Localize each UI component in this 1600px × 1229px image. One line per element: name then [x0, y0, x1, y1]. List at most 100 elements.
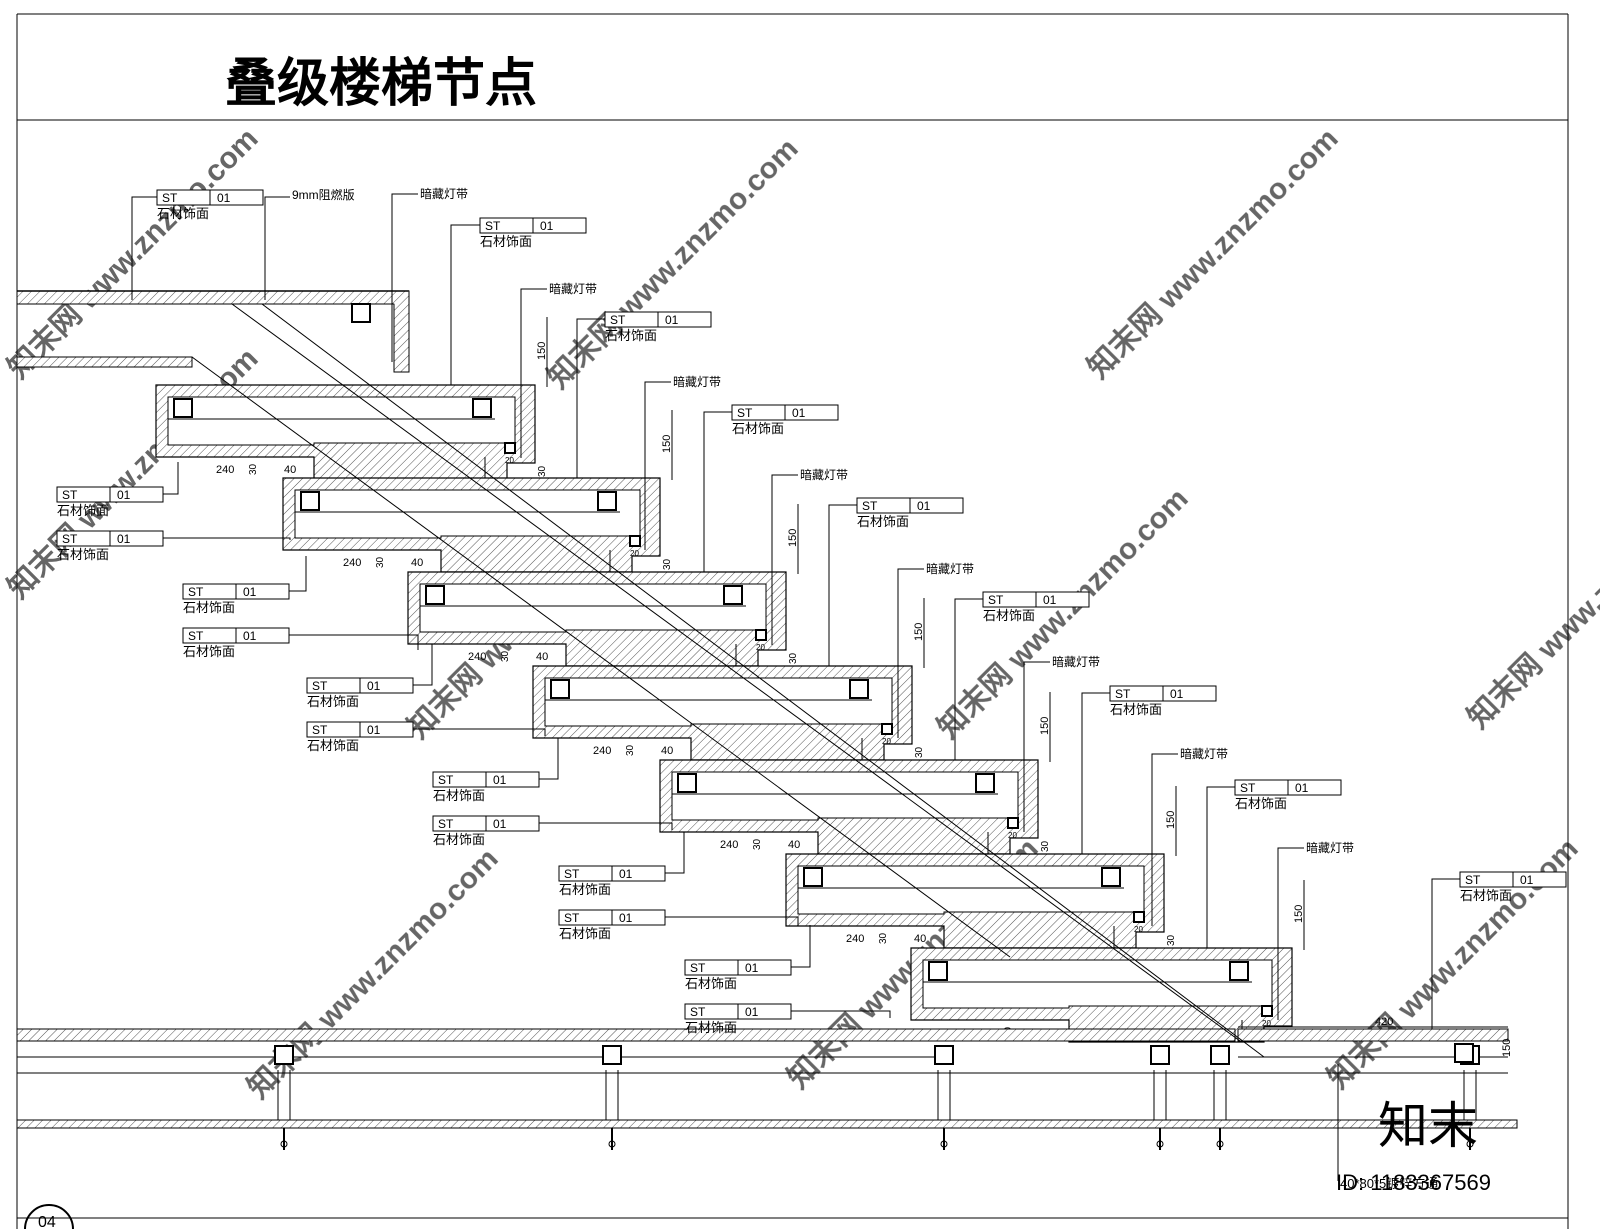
tag-num: 01: [367, 679, 381, 693]
tag-material-label: 石材饰面: [307, 694, 359, 709]
dim-20: 20: [1262, 1019, 1271, 1028]
steel-tube-section: [1150, 1045, 1170, 1065]
dim-20: 20: [630, 549, 639, 558]
tag-code: ST: [610, 313, 626, 327]
step-inner-core: [671, 771, 1019, 821]
tag-leader: [791, 925, 811, 968]
dim-30: 30: [1166, 934, 1177, 946]
watermark-text: 知末网 www.znzmo.com: [542, 132, 805, 395]
steel-tube-section: [274, 1045, 294, 1065]
light-strip-label: 暗藏灯带: [549, 281, 597, 296]
dim-30: 30: [914, 746, 925, 758]
dim-tread-240: 240: [593, 745, 611, 757]
tag-leader: [703, 411, 732, 572]
dim-20: 20: [1134, 925, 1143, 934]
label-leader: [1151, 753, 1178, 926]
tag-num: 01: [1295, 781, 1309, 795]
tag-num: 01: [367, 723, 381, 737]
tag-material-label: 石材饰面: [1235, 796, 1287, 811]
steel-tube-section: [849, 679, 869, 699]
label-leader: [1277, 847, 1304, 1020]
label-leader: [520, 288, 547, 458]
top-slab-stone: [16, 290, 410, 305]
dim-40: 40: [284, 464, 296, 476]
tag-material-label: 石材饰面: [183, 644, 235, 659]
watermark-text: 知末网 www.znzmo.com: [1082, 122, 1345, 385]
tag-leader: [954, 598, 983, 760]
tag-leader: [539, 738, 559, 780]
base-note-text: 40*80*5镀锌方通: [1340, 1176, 1438, 1191]
label-leader: [771, 474, 798, 645]
dim-riser-150: 150: [536, 342, 548, 360]
anchor-bolt-head: [1156, 1140, 1164, 1148]
tag-code: ST: [188, 585, 204, 599]
tag-num: 01: [117, 488, 131, 502]
top-slab-nosing: [393, 291, 410, 373]
tag-material-label: 石材饰面: [433, 832, 485, 847]
watermark-text: 知末网 www.znzmo.com: [1462, 472, 1600, 735]
tag-num: 01: [493, 773, 507, 787]
watermark-text: 知末网 www.znzmo.com: [2, 122, 265, 385]
dim-40: 40: [914, 933, 926, 945]
dim-riser-150: 150: [913, 623, 925, 641]
watermark: 知末网 www.znzmo.com 知末网 www.znzmo.com 知末网 …: [2, 122, 1600, 1105]
dim-40: 40: [661, 745, 673, 757]
tag-material-label: 石材饰面: [983, 608, 1035, 623]
dim-30: 30: [500, 650, 511, 662]
tag-material-label: 石材饰面: [183, 600, 235, 615]
tag-code: ST: [737, 406, 753, 420]
label-leader: [644, 381, 671, 550]
tag-num: 01: [217, 191, 231, 205]
steel-tube-section: [472, 398, 492, 418]
dim-riser-150: 150: [661, 435, 673, 453]
tag-num: 01: [1043, 593, 1057, 607]
tag-material-label: 石材饰面: [685, 976, 737, 991]
tag-num: 01: [117, 532, 131, 546]
steel-tube-section: [425, 585, 445, 605]
tag-material-label: 石材饰面: [559, 926, 611, 941]
tag-leader: [289, 634, 419, 650]
dim-30: 30: [625, 744, 636, 756]
light-strip-label: 暗藏灯带: [800, 467, 848, 482]
dim-tread-240: 240: [216, 464, 234, 476]
tag-material-label: 石材饰面: [1460, 888, 1512, 903]
dim-20: 20: [1008, 831, 1017, 840]
tag-num: 01: [619, 867, 633, 881]
tag-code: ST: [62, 532, 78, 546]
dim-30: 30: [878, 932, 889, 944]
tag-num: 01: [917, 499, 931, 513]
step-inner-core: [922, 959, 1273, 1009]
dim-riser-150: 150: [1165, 811, 1177, 829]
tag-leader: [163, 537, 291, 540]
label-leader: [391, 193, 418, 362]
tag-num: 01: [792, 406, 806, 420]
tag-code: ST: [564, 867, 580, 881]
tag-leader: [163, 462, 179, 495]
dim-tread-240: 240: [720, 839, 738, 851]
step-inner-core: [797, 865, 1145, 915]
label-leader: [1023, 661, 1050, 832]
tag-leader: [665, 832, 685, 874]
dim-riser-150: 150: [787, 529, 799, 547]
tag-code: ST: [564, 911, 580, 925]
dim-40: 40: [411, 557, 423, 569]
tag-material-label: 石材饰面: [57, 547, 109, 562]
watermark-logo: 知末: [1378, 1098, 1478, 1154]
step-inner-core: [294, 489, 641, 539]
tag-material-label: 石材饰面: [433, 788, 485, 803]
dim-riser-150: 150: [1039, 717, 1051, 735]
label-leader: [897, 568, 924, 738]
